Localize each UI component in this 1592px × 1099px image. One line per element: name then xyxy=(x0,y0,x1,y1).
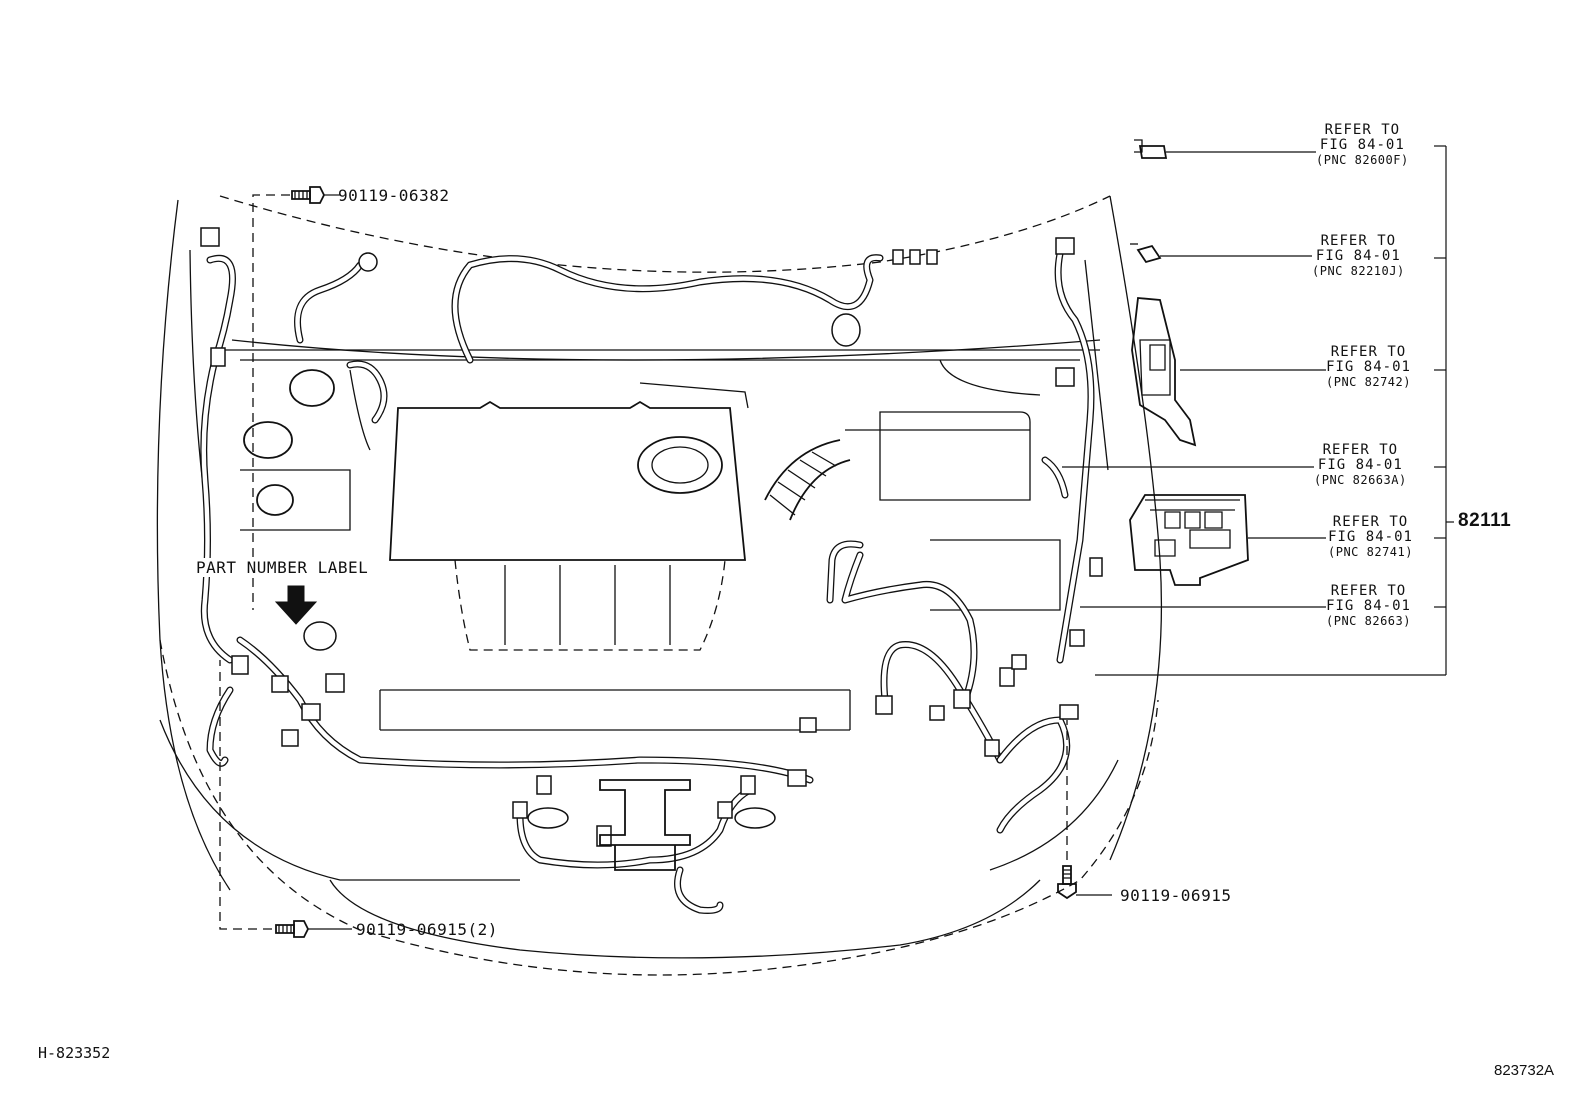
component-82742-icon xyxy=(1131,297,1197,447)
image-id: 823732A xyxy=(1494,1062,1555,1079)
assembly-part-number: 82111 xyxy=(1458,510,1512,531)
battery-area xyxy=(845,411,1061,611)
part-number-label-text: PART NUMBER LABEL xyxy=(196,558,369,577)
bolt-part-number-bottom-left: 90119-06915(2) xyxy=(356,920,498,939)
reference-82741: REFER TO FIG 84-01 (PNC 82741) xyxy=(1328,514,1413,560)
reference-82210j: REFER TO FIG 84-01 (PNC 82210J) xyxy=(1312,233,1405,279)
bolt-part-number-top: 90119-06382 xyxy=(338,186,450,205)
bolt-leader-lines xyxy=(219,194,1112,930)
intake-manifold xyxy=(379,559,851,731)
reference-leader-lines xyxy=(1062,145,1454,676)
relay-block-82741-icon xyxy=(1129,494,1249,586)
bolt-90119-06915-2-icon xyxy=(275,920,310,938)
reference-82600f: REFER TO FIG 84-01 (PNC 82600F) xyxy=(1316,122,1409,168)
lower-bracket xyxy=(599,779,691,871)
component-82600f-icon xyxy=(1134,139,1168,159)
bolt-90119-06382-icon xyxy=(291,186,326,204)
reference-82742: REFER TO FIG 84-01 (PNC 82742) xyxy=(1326,344,1411,390)
radiator-support xyxy=(215,349,1100,451)
reference-82663a: REFER TO FIG 84-01 (PNC 82663A) xyxy=(1314,442,1407,488)
wire-harness xyxy=(200,241,1095,914)
harness-connectors xyxy=(200,227,1103,847)
engine-cover xyxy=(389,382,749,561)
bolt-90119-06915-icon xyxy=(1057,865,1077,900)
component-82210j-icon xyxy=(1130,243,1162,264)
bolt-part-number-bottom-right: 90119-06915 xyxy=(1120,886,1232,905)
air-intake-hose xyxy=(764,439,851,521)
part-number-label-arrow xyxy=(274,585,318,625)
fluid-reservoirs xyxy=(240,369,351,531)
figure-id: H-823352 xyxy=(38,1044,111,1062)
reference-82663: REFER TO FIG 84-01 (PNC 82663) xyxy=(1326,583,1411,629)
